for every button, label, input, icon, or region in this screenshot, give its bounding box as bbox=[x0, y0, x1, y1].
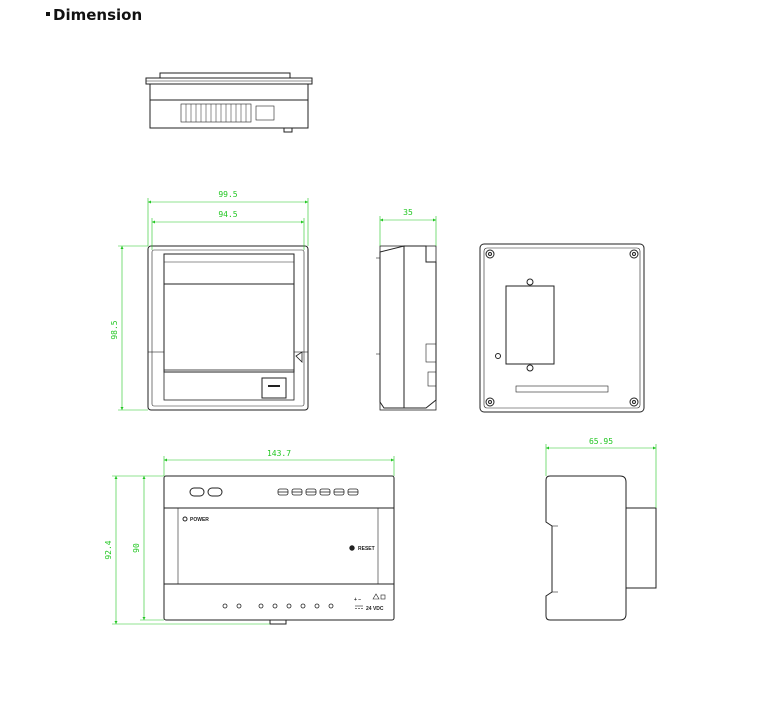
module-dims bbox=[112, 456, 395, 625]
side-view bbox=[376, 245, 437, 411]
module-width-label: 143.7 bbox=[267, 449, 291, 458]
front-outer-width-label: 99.5 bbox=[218, 190, 237, 199]
front-inner-width-label: 94.5 bbox=[218, 210, 237, 219]
top-view bbox=[145, 72, 313, 133]
power-label: POWER bbox=[190, 517, 209, 523]
section-title-text: Dimension bbox=[53, 6, 143, 24]
side-depth-label: 35 bbox=[403, 208, 413, 217]
module-side-view bbox=[545, 475, 657, 621]
bullet-icon bbox=[46, 11, 50, 16]
polarity-label: + − bbox=[354, 597, 361, 603]
reset-label: RESET bbox=[358, 546, 375, 552]
module-height-inner-label: 90 bbox=[132, 543, 141, 553]
module-depth-label: 65.95 bbox=[589, 437, 613, 446]
device-icon bbox=[380, 594, 386, 600]
warning-icon bbox=[372, 593, 380, 600]
front-view bbox=[147, 245, 309, 411]
module-side-dims bbox=[545, 444, 657, 508]
side-dims bbox=[379, 216, 437, 246]
module-front-view bbox=[163, 475, 395, 625]
front-dims bbox=[118, 198, 309, 411]
front-height-label: 98.5 bbox=[110, 320, 119, 339]
module-height-outer-label: 92.4 bbox=[104, 540, 113, 559]
section-title: Dimension bbox=[46, 6, 142, 24]
rear-view bbox=[479, 243, 645, 413]
voltage-label: 24 VDC bbox=[366, 606, 384, 612]
dc-icon bbox=[355, 605, 363, 609]
